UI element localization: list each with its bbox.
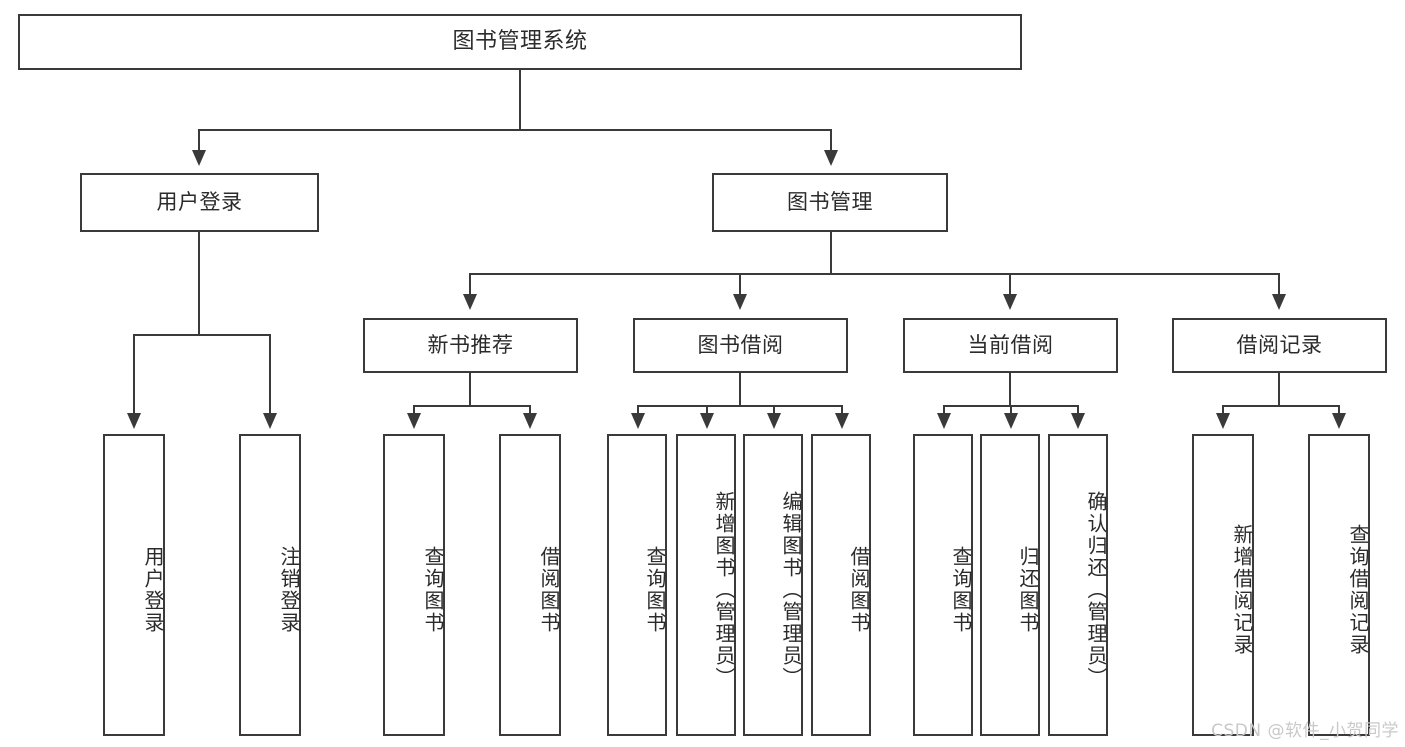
connector-borrow-stem (739, 373, 741, 406)
leaf-label: 注销登录 (277, 546, 301, 634)
arrow-to-leaf-query-record (1332, 413, 1346, 429)
node-root-system[interactable]: 图书管理系统 (18, 14, 1022, 70)
leaf-borrow-book-recommend[interactable]: 借阅图书 (499, 434, 561, 736)
connector-record-stem (1278, 373, 1280, 406)
leaf-label: 用户登录 (141, 546, 165, 634)
arrow-to-leaf-query-book-3 (937, 413, 951, 429)
leaf-label: 新增图书（管理员） (712, 491, 736, 689)
leaf-query-book-borrow[interactable]: 查询图书 (607, 434, 667, 736)
leaf-label: 借阅图书 (537, 546, 561, 634)
leaf-label: 归还图书 (1016, 546, 1040, 634)
leaf-query-book-current[interactable]: 查询图书 (913, 434, 973, 736)
arrow-to-leaf-borrow-book-1 (523, 413, 537, 429)
connector-borrow-drop-2 (706, 405, 708, 415)
arrow-to-leaf-query-book-2 (631, 413, 645, 429)
leaf-add-book[interactable]: 新增图书（管理员） (676, 434, 736, 736)
leaf-query-borrow-record[interactable]: 查询借阅记录 (1308, 434, 1370, 736)
leaf-edit-book[interactable]: 编辑图书（管理员） (743, 434, 803, 736)
leaf-label: 查询图书 (421, 546, 445, 634)
arrow-to-borrow-record (1272, 294, 1286, 310)
connector-user-login-drop-1 (133, 334, 135, 414)
connector-borrow-bus (637, 405, 843, 407)
connector-current-drop-2 (1010, 405, 1012, 415)
connector-current-drop-3 (1077, 405, 1079, 415)
arrow-to-leaf-logout (263, 413, 277, 429)
connector-book-manage-drop-3 (1009, 273, 1011, 295)
arrow-to-book-manage (824, 150, 838, 166)
leaf-label: 编辑图书（管理员） (779, 491, 803, 689)
arrow-to-leaf-add-record (1216, 413, 1230, 429)
leaf-label: 借阅图书 (847, 546, 871, 634)
leaf-label: 查询借阅记录 (1346, 524, 1370, 656)
connector-current-drop-1 (943, 405, 945, 415)
leaf-label: 确认归还（管理员） (1084, 491, 1108, 689)
node-book-borrow[interactable]: 图书借阅 (633, 318, 848, 373)
leaf-add-borrow-record[interactable]: 新增借阅记录 (1192, 434, 1254, 736)
arrow-to-leaf-borrow-book-2 (835, 413, 849, 429)
leaf-label: 查询图书 (643, 546, 667, 634)
connector-root-drop-right (830, 129, 832, 151)
connector-record-drop-2 (1338, 405, 1340, 415)
connector-recommend-drop-1 (413, 405, 415, 415)
connector-current-stem (1009, 373, 1011, 406)
leaf-return-book[interactable]: 归还图书 (980, 434, 1040, 736)
connector-record-drop-1 (1222, 405, 1224, 415)
node-book-manage[interactable]: 图书管理 (712, 173, 948, 232)
connector-book-manage-drop-4 (1278, 273, 1280, 295)
connector-user-login-bus (133, 334, 270, 336)
leaf-confirm-return[interactable]: 确认归还（管理员） (1048, 434, 1108, 736)
node-current-borrow[interactable]: 当前借阅 (903, 318, 1118, 373)
connector-borrow-drop-3 (773, 405, 775, 415)
arrow-to-leaf-query-book-1 (407, 413, 421, 429)
connector-borrow-drop-1 (637, 405, 639, 415)
connector-borrow-drop-4 (841, 405, 843, 415)
arrow-to-current-borrow (1003, 294, 1017, 310)
connector-record-bus (1222, 405, 1340, 407)
leaf-label: 查询图书 (949, 546, 973, 634)
arrow-to-user-login (192, 150, 206, 166)
connector-book-manage-drop-2 (739, 273, 741, 295)
arrow-to-leaf-confirm-return (1071, 413, 1085, 429)
leaf-borrow-book[interactable]: 借阅图书 (811, 434, 871, 736)
connector-root-stem (519, 70, 521, 130)
connector-recommend-drop-2 (529, 405, 531, 415)
node-new-book-recommend[interactable]: 新书推荐 (363, 318, 578, 373)
connector-user-login-drop-2 (269, 334, 271, 414)
leaf-label: 新增借阅记录 (1230, 524, 1254, 656)
leaf-query-book-recommend[interactable]: 查询图书 (383, 434, 445, 736)
arrow-to-leaf-return-book (1004, 413, 1018, 429)
arrow-to-leaf-user-login (127, 413, 141, 429)
connector-recommend-bus (413, 405, 531, 407)
node-user-login[interactable]: 用户登录 (80, 173, 319, 232)
connector-book-manage-bus (469, 273, 1280, 275)
connector-root-bus (198, 129, 832, 131)
leaf-user-login[interactable]: 用户登录 (103, 434, 165, 736)
leaf-logout[interactable]: 注销登录 (239, 434, 301, 736)
arrow-to-book-borrow (733, 294, 747, 310)
connector-book-manage-drop-1 (469, 273, 471, 295)
arrow-to-new-book-recommend (463, 294, 477, 310)
connector-user-login-stem (198, 232, 200, 335)
connector-book-manage-stem (830, 232, 832, 274)
connector-recommend-stem (469, 373, 471, 406)
arrow-to-leaf-add-book (700, 413, 714, 429)
arrow-to-leaf-edit-book (767, 413, 781, 429)
connector-root-drop-left (198, 129, 200, 151)
node-borrow-record[interactable]: 借阅记录 (1172, 318, 1387, 373)
